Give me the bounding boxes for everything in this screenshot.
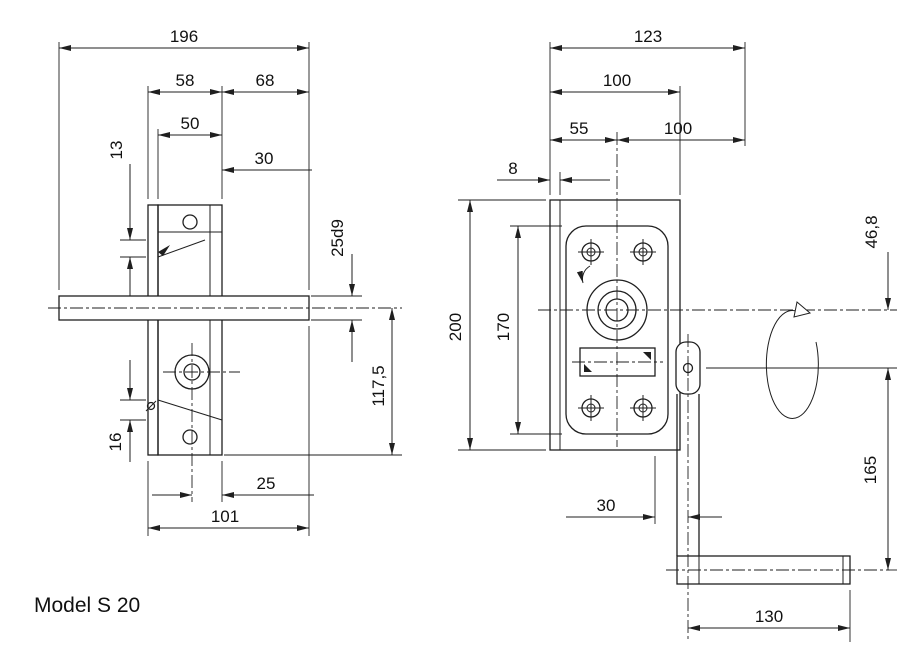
top-fold-line xyxy=(157,239,206,258)
dim-width-68: 68 xyxy=(222,71,309,95)
dim-label-196: 196 xyxy=(170,27,198,46)
dim-width-100-top: 100 xyxy=(550,71,680,95)
dim-shaft-diameter: 25d9 xyxy=(328,219,355,362)
dim-width-58: 58 xyxy=(148,71,222,95)
model-label: Model S 20 xyxy=(34,594,140,617)
nameplate-mark-right xyxy=(643,352,651,360)
dim-label-170: 170 xyxy=(494,313,513,341)
nameplate-mark-left xyxy=(584,364,592,372)
dim-height-200: 200 xyxy=(446,200,473,450)
dim-width-100: 100 xyxy=(617,119,745,143)
crank-arm xyxy=(676,394,700,556)
dim-flange-8: 8 xyxy=(497,159,610,183)
dim-plate-width-123: 123 xyxy=(550,27,745,51)
side-view-geometry xyxy=(48,204,402,502)
dim-width-101: 101 xyxy=(148,507,309,531)
mounting-hole-top-right xyxy=(630,239,656,265)
dim-height-117-5: 117,5 xyxy=(369,308,395,455)
dim-label-8: 8 xyxy=(508,159,517,178)
dim-label-50: 50 xyxy=(181,114,200,133)
side-view: 196 58 68 50 30 13 25d9 1 xyxy=(48,27,402,536)
dim-label-30: 30 xyxy=(255,149,274,168)
dim-label-100: 100 xyxy=(664,119,692,138)
dim-label-117-5: 117,5 xyxy=(369,365,388,406)
dim-offset-30-bottom: 30 xyxy=(566,496,722,520)
dim-handle-130: 130 xyxy=(688,607,850,631)
back-plate xyxy=(549,199,681,451)
mounting-hole-top-left xyxy=(578,239,604,265)
dim-label-123: 123 xyxy=(634,27,662,46)
rotation-arrow-small-icon xyxy=(576,265,591,284)
dim-label-130: 130 xyxy=(755,607,783,626)
dim-label-25d9: 25d9 xyxy=(328,219,347,257)
dim-label-68: 68 xyxy=(256,71,275,90)
top-weld-mark xyxy=(158,245,170,256)
dim-label-13: 13 xyxy=(107,141,126,160)
rotation-direction-indicator xyxy=(765,301,819,419)
screw-detail-icon xyxy=(146,401,156,411)
bottom-fold-line xyxy=(157,399,223,421)
mounting-hole-bottom-left xyxy=(578,395,604,421)
dim-label-58: 58 xyxy=(176,71,195,90)
dim-label-30-bottom: 30 xyxy=(597,496,616,515)
dim-offset-46-8: 46,8 xyxy=(862,215,891,310)
dim-label-100-top: 100 xyxy=(603,71,631,90)
mounting-hole-bottom-right xyxy=(630,395,656,421)
dim-label-46-8: 46,8 xyxy=(862,215,881,248)
dim-label-200: 200 xyxy=(446,313,465,341)
top-mounting-hole xyxy=(182,214,198,230)
bottom-mounting-hole xyxy=(182,429,198,445)
dim-label-165: 165 xyxy=(861,456,880,484)
dim-label-55: 55 xyxy=(570,119,589,138)
rotation-arrowhead-icon xyxy=(793,301,812,318)
hub-bore xyxy=(183,363,201,381)
dim-tab-13: 13 xyxy=(107,141,133,296)
dim-overall-length: 196 xyxy=(59,27,309,51)
dim-height-170: 170 xyxy=(494,226,521,434)
dim-width-55: 55 xyxy=(550,119,617,143)
dim-label-101: 101 xyxy=(211,507,239,526)
side-view-extension-lines xyxy=(58,42,402,536)
dim-label-25: 25 xyxy=(257,474,276,493)
dim-tab-16: 16 xyxy=(106,360,133,462)
dim-crank-radius-165: 165 xyxy=(861,368,891,570)
dim-label-16: 16 xyxy=(106,433,125,452)
front-view: 123 100 55 100 8 200 170 46,8 xyxy=(446,27,897,642)
front-view-geometry xyxy=(538,132,897,642)
dim-width-50: 50 xyxy=(158,114,222,138)
screw-slot xyxy=(145,400,157,412)
dim-offset-25: 25 xyxy=(152,474,314,498)
dim-offset-30: 30 xyxy=(222,149,312,173)
back-plate-edge xyxy=(147,204,159,456)
